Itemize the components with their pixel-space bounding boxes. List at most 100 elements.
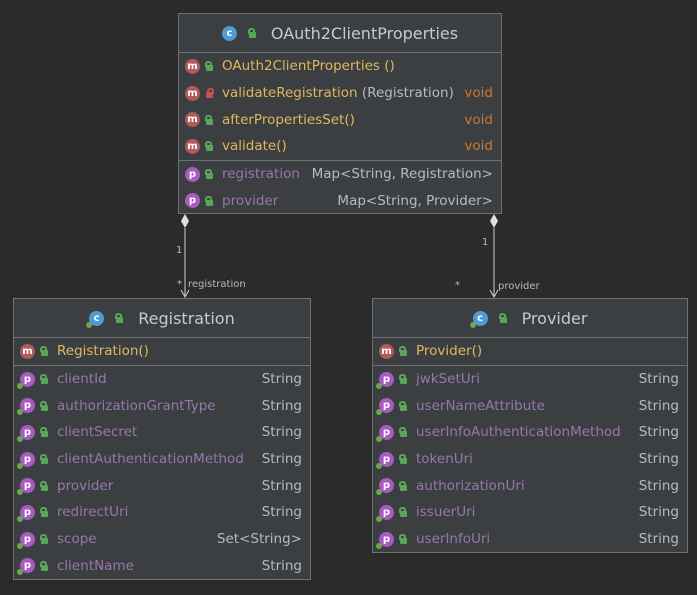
class-title: Provider [521,308,588,328]
method-name: afterPropertiesSet() [222,111,355,128]
property-icon: p [17,478,35,496]
public-lock-icon [399,400,408,411]
method-name: OAuth2ClientProperties () [222,58,395,75]
public-lock-icon [205,141,214,152]
property-name: clientId [57,371,107,388]
property-icon: p [376,451,394,469]
public-lock-icon [40,560,49,571]
property-row[interactable]: p clientAuthenticationMethod String [14,446,310,473]
class-icon: c [86,310,105,328]
property-name: registration [222,166,300,183]
public-lock-icon [399,374,408,385]
property-type: String [638,451,679,468]
property-type: String [638,397,679,414]
methods-section: m Registration() [14,338,310,366]
property-name: authorizationUri [416,477,525,494]
method-name: validate() [222,138,287,155]
method-icon: m [379,343,394,359]
method-row[interactable]: m validate() void [179,133,501,160]
property-icon: p [185,166,200,182]
property-type: String [261,451,302,468]
private-lock-icon [205,88,214,99]
property-icon: p [17,451,35,469]
method-icon: m [20,343,35,359]
public-lock-icon [399,507,408,518]
property-type: String [261,424,302,441]
class-title: Registration [138,308,235,328]
property-type: Map<String, Registration> [311,166,493,183]
method-icon: m [185,112,200,128]
method-row[interactable]: m OAuth2ClientProperties () [179,53,501,80]
property-icon: p [376,504,394,522]
method-return-type: void [464,85,493,102]
property-icon: p [17,371,35,389]
property-row[interactable]: p jwkSetUri String [373,366,687,393]
arrowhead-provider [489,289,499,299]
public-lock-icon [247,28,257,38]
property-icon: p [376,371,394,389]
method-icon: m [185,85,200,101]
property-icon: p [17,424,35,442]
class-icon: c [469,310,488,328]
property-type: String [261,371,302,388]
methods-section: m Provider() [373,338,687,366]
property-icon: p [376,424,394,442]
public-lock-icon [40,400,49,411]
public-lock-icon [498,313,508,323]
property-row[interactable]: p clientId String [14,366,310,393]
property-icon: p [376,478,394,496]
class-oauth2-client-properties[interactable]: c OAuth2ClientProperties m OAuth2ClientP… [178,13,502,214]
property-type: Map<String, Provider> [337,192,493,209]
methods-section: m OAuth2ClientProperties () m validateRe… [179,53,501,161]
method-row[interactable]: m Provider() [373,338,687,365]
public-lock-icon [205,169,214,180]
public-lock-icon [40,534,49,545]
property-name: redirectUri [57,504,129,521]
method-return-type: void [464,138,493,155]
public-lock-icon [40,480,49,491]
property-name: issuerUri [416,504,476,521]
property-name: authorizationGrantType [57,397,216,414]
method-icon: m [185,58,200,74]
registration-role-label: registration [188,279,246,290]
public-lock-icon [205,195,214,206]
class-title: OAuth2ClientProperties [270,23,459,43]
property-row[interactable]: p provider Map<String, Provider> [179,187,501,214]
method-name: validateRegistration (Registration) [222,85,454,102]
property-row[interactable]: p registration Map<String, Registration> [179,161,501,188]
method-name: Registration() [57,343,149,360]
method-row[interactable]: m afterPropertiesSet() void [179,106,501,133]
property-type: String [638,424,679,441]
registration-source-multiplicity: 1 [176,245,183,256]
public-lock-icon [205,61,214,72]
method-row[interactable]: m validateRegistration (Registration) vo… [179,80,501,107]
property-name: clientName [57,557,134,574]
property-type: String [261,397,302,414]
public-lock-icon [40,427,49,438]
property-type: String [261,557,302,574]
public-lock-icon [399,534,408,545]
property-name: jwkSetUri [416,371,480,388]
property-name: clientAuthenticationMethod [57,451,244,468]
method-row[interactable]: m Registration() [14,338,310,365]
registration-target-multiplicity: * [177,279,182,290]
property-type: String [638,371,679,388]
class-header: c Registration [14,299,310,338]
class-registration[interactable]: c Registration m Registration() p clientI… [13,298,311,580]
